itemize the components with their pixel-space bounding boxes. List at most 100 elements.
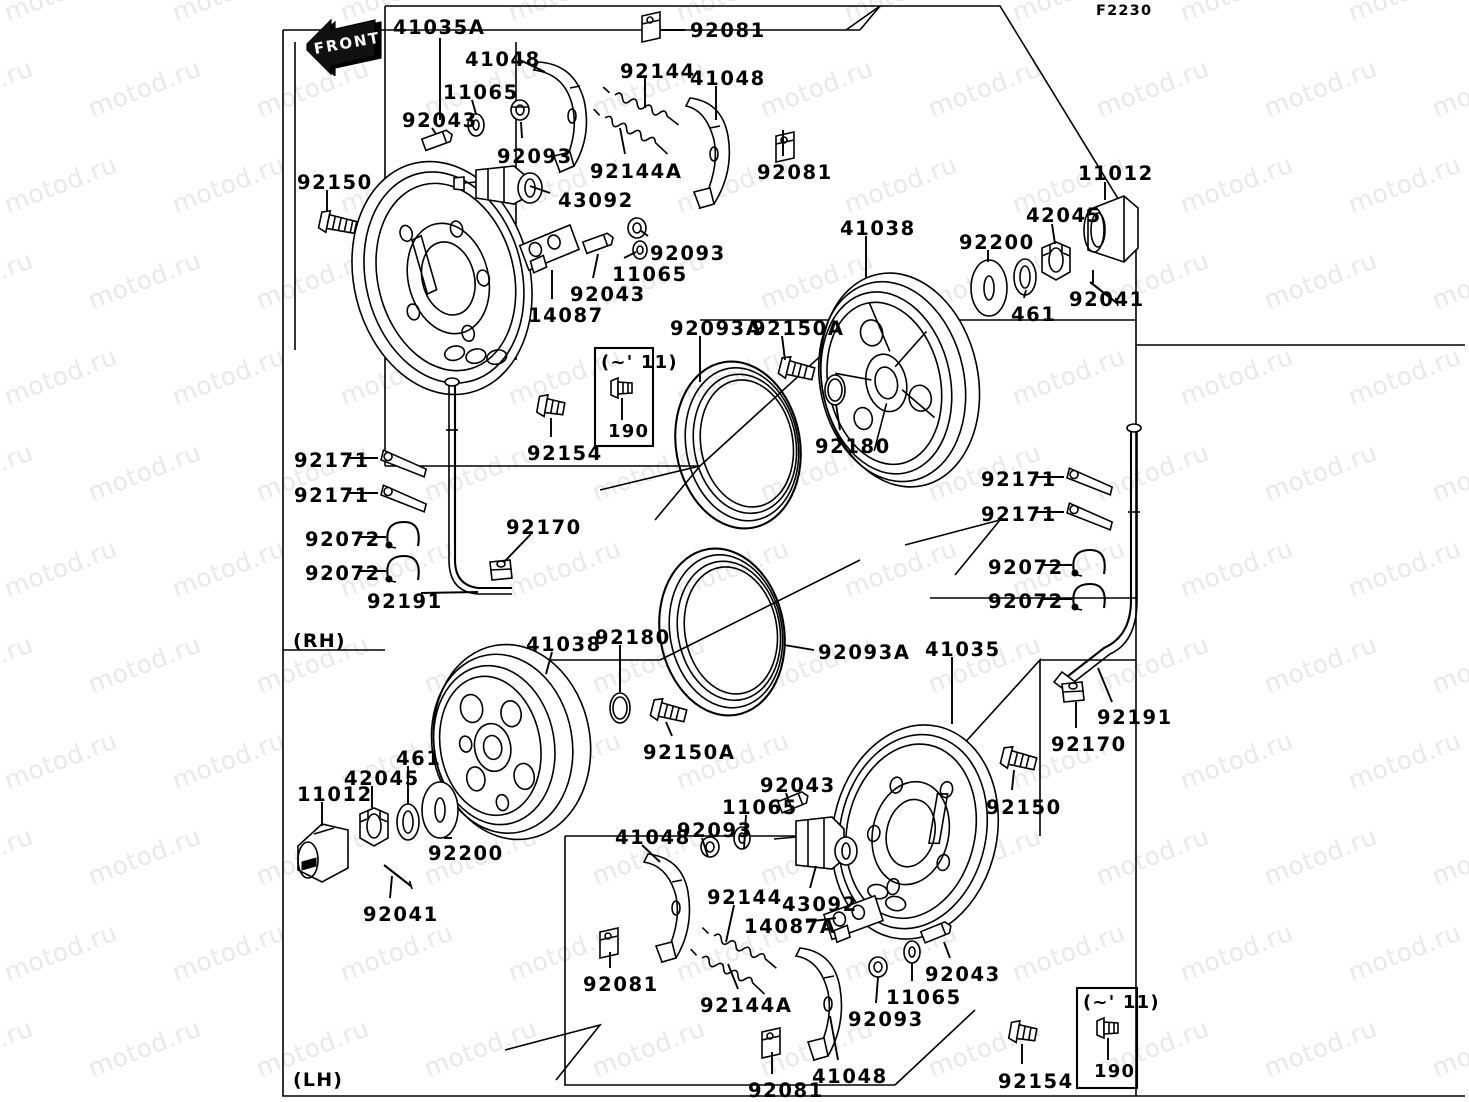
brake-shoe-rh-1 bbox=[532, 61, 588, 174]
part-label-92072: 92072 bbox=[305, 528, 381, 551]
part-label-41048: 41048 bbox=[812, 1065, 888, 1088]
inset-box-lower bbox=[1075, 986, 1139, 1090]
cotter-pin-92041-rh bbox=[1089, 281, 1119, 307]
adjuster-14087a bbox=[822, 894, 885, 944]
retainer-92093-lh-2 bbox=[868, 956, 888, 978]
part-label-92072: 92072 bbox=[988, 590, 1064, 613]
part-label-41048: 41048 bbox=[690, 67, 766, 90]
part-label-92041: 92041 bbox=[1069, 288, 1145, 311]
part-label-92093a: 92093A bbox=[818, 641, 911, 664]
part-label-92171: 92171 bbox=[294, 449, 370, 472]
part-label-92072: 92072 bbox=[988, 556, 1064, 579]
adjuster-14087 bbox=[518, 223, 581, 274]
leader-lines bbox=[321, 29, 1113, 1074]
part-label-92150a: 92150A bbox=[752, 317, 845, 340]
part-label-92081: 92081 bbox=[748, 1079, 824, 1102]
retainer-92093-rh-1 bbox=[510, 99, 530, 121]
clamp-92072-rh-1 bbox=[385, 520, 420, 549]
part-label-14087a: 14087A bbox=[744, 915, 837, 938]
part-label-11065: 11065 bbox=[722, 796, 798, 819]
hub-cap-11012-lh bbox=[297, 823, 349, 883]
o-ring-92180-rh bbox=[824, 374, 846, 406]
oil-seal-92093a-rh bbox=[674, 360, 802, 530]
part-label-41048: 41048 bbox=[465, 48, 541, 71]
washer-92200-rh bbox=[970, 259, 1008, 317]
page-code: F2230 bbox=[1096, 3, 1153, 19]
part-label-92150a: 92150A bbox=[643, 741, 736, 764]
backing-plate-rh bbox=[351, 160, 533, 396]
washer-92200-lh bbox=[421, 781, 459, 839]
part-label-41035: 41035 bbox=[925, 638, 1001, 661]
part-label-11012: 11012 bbox=[1078, 162, 1154, 185]
return-spring-lh-1 bbox=[701, 926, 777, 969]
part-label-92041: 92041 bbox=[363, 903, 439, 926]
shoe-clip-lh-1 bbox=[599, 927, 619, 959]
part-label-42045: 42045 bbox=[344, 767, 420, 790]
part-label-11012: 11012 bbox=[297, 783, 373, 806]
bolt-92150a-rh bbox=[777, 355, 816, 381]
brake-shoe-rh-2 bbox=[684, 97, 731, 210]
part-label-11065: 11065 bbox=[612, 263, 688, 286]
clamp-92072-rh-2 bbox=[385, 554, 420, 583]
part-label-92171: 92171 bbox=[981, 468, 1057, 491]
bolt-92154-lh bbox=[1007, 1019, 1038, 1044]
part-label-92144a: 92144A bbox=[700, 994, 793, 1017]
direction-arrow-upper bbox=[599, 5, 881, 521]
nut-42045-rh bbox=[1041, 241, 1071, 281]
brake-hose-92191-rh bbox=[444, 377, 512, 595]
part-label-92180: 92180 bbox=[815, 435, 891, 458]
part-label-14087: 14087 bbox=[528, 304, 604, 327]
part-label-92200: 92200 bbox=[959, 231, 1035, 254]
part-label-43092: 43092 bbox=[782, 893, 858, 916]
hub-cap-11012-rh bbox=[1083, 195, 1139, 263]
part-label-461: 461 bbox=[1011, 303, 1057, 326]
inset-lower-part: 190 bbox=[1094, 1061, 1136, 1082]
part-label-92170: 92170 bbox=[506, 516, 582, 539]
backing-plate-lh bbox=[830, 724, 1000, 940]
hose-clamp-92170-rh bbox=[489, 559, 513, 581]
part-label-92081: 92081 bbox=[690, 19, 766, 42]
part-label-92150: 92150 bbox=[297, 171, 373, 194]
bearing-461-rh bbox=[1013, 258, 1037, 296]
bolt-92150-lh bbox=[999, 745, 1038, 771]
part-label-92093: 92093 bbox=[497, 145, 573, 168]
bearing-461-lh bbox=[396, 803, 420, 841]
brake-shoe-lh-2 bbox=[794, 947, 843, 1062]
return-spring-rh-1 bbox=[602, 86, 679, 126]
clamp-92072-lh-1 bbox=[1071, 548, 1106, 577]
part-label-41035a: 41035A bbox=[393, 16, 486, 39]
part-label-92200: 92200 bbox=[428, 842, 504, 865]
part-label-43092: 43092 bbox=[558, 189, 634, 212]
inset-lower-note: (~' 11) bbox=[1083, 992, 1160, 1013]
nut-42045-lh bbox=[359, 807, 389, 847]
part-label-11065: 11065 bbox=[886, 986, 962, 1009]
wheel-cylinder-lh bbox=[773, 816, 858, 870]
part-label-92191: 92191 bbox=[367, 590, 443, 613]
part-label-42045: 42045 bbox=[1026, 204, 1102, 227]
part-label-92150: 92150 bbox=[986, 796, 1062, 819]
part-label-92180: 92180 bbox=[595, 626, 671, 649]
side-marker-rh: (RH) bbox=[293, 630, 346, 652]
washer-11065-lh-1 bbox=[733, 826, 751, 850]
part-label-92043: 92043 bbox=[760, 774, 836, 797]
clip-92171-lh-1 bbox=[1066, 467, 1114, 496]
part-label-11065: 11065 bbox=[443, 81, 519, 104]
brake-hose-92191-lh bbox=[1052, 423, 1142, 696]
washer-11065-lh-2 bbox=[903, 940, 921, 964]
clip-92171-lh-2 bbox=[1066, 502, 1114, 531]
shoe-clip-rh-2 bbox=[775, 131, 795, 163]
washer-11065-rh-2 bbox=[632, 240, 648, 260]
return-spring-rh-2 bbox=[593, 108, 669, 155]
part-label-92072: 92072 bbox=[305, 562, 381, 585]
part-label-92093: 92093 bbox=[848, 1008, 924, 1031]
part-label-461: 461 bbox=[396, 747, 442, 770]
part-label-41048: 41048 bbox=[615, 826, 691, 849]
wheel-cylinder-rh bbox=[453, 165, 543, 205]
side-marker-lh: (LH) bbox=[293, 1069, 344, 1091]
part-label-92171: 92171 bbox=[981, 503, 1057, 526]
part-label-92081: 92081 bbox=[757, 161, 833, 184]
hose-clamp-92170-lh bbox=[1061, 681, 1085, 703]
shoe-clip-lh-2 bbox=[761, 1027, 781, 1059]
brake-shoe-lh-1 bbox=[642, 853, 691, 964]
